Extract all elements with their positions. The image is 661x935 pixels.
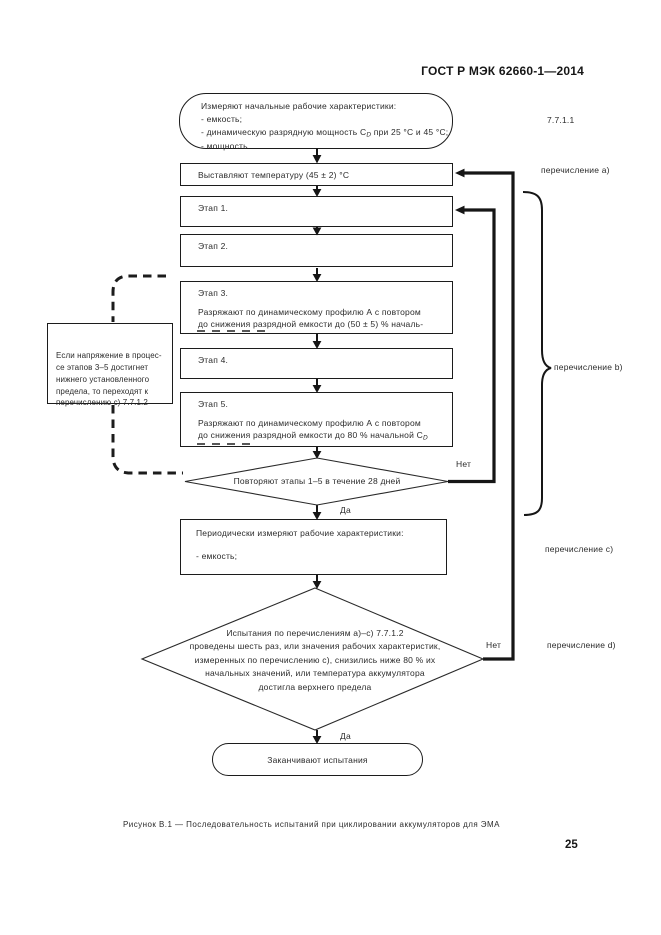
page-header: ГОСТ Р МЭК 62660-1—2014 [421,64,584,78]
enum-a-label: перечисление a) [541,165,610,175]
end-label: Заканчивают испытания [267,754,368,765]
stage-3-box: Этап 3. Разряжают по динамическому профи… [180,281,453,334]
clipped-line-artifact [197,442,255,445]
stage-1-box: Этап 1. [180,196,453,227]
start-line: - мощность [201,141,248,151]
flow-arrow [312,268,322,282]
note-line: перечислению c) 7.7.1.2 [56,398,148,407]
note-line: се этапов 3–5 достигнет [56,363,149,372]
final-decision-label: Испытания по перечислениям a)–c) 7.7.1.2… [152,627,478,694]
enum-b-label: перечисление b) [554,362,623,372]
measure-line: Периодически измеряют рабочие характерис… [196,528,404,538]
enum-b-brace [522,191,552,516]
no-label-final: Нет [486,640,502,650]
final-decision-line: проведены шесть раз, или значения рабочи… [189,641,441,652]
final-decision-line: измеренных по перечислению c), снизились… [194,654,436,665]
stage-4-box: Этап 4. [180,348,453,379]
end-terminator: Заканчивают испытания [212,743,423,776]
stage-2-box: Этап 2. [180,234,453,267]
flow-arrow [312,504,322,520]
flow-arrow [312,730,322,744]
stage-3-title: Этап 3. [198,288,229,298]
no-label-repeat: Нет [456,459,472,469]
subscript-d: D [422,434,428,442]
start-terminator: Измеряют начальные рабочие характеристик… [179,93,453,151]
measure-line: - емкость; [196,551,238,561]
final-decision-line: Испытания по перечислениям a)–c) 7.7.1.2 [226,628,404,638]
repeat-decision-label: Повторяют этапы 1–5 в течение 28 дней [233,476,401,486]
stage-5-line: Разряжают по динамическому профилю А с п… [198,418,421,428]
clipped-line-artifact [197,329,271,332]
stage-5-line: до снижения разрядной емкости до 80 % на… [198,430,428,442]
yes-label-repeat: Да [340,505,351,515]
arrowhead-left [455,168,465,178]
stage-1-label: Этап 1. [198,203,229,213]
stage-3-line: Разряжают по динамическому профилю А с п… [198,307,421,317]
page-number: 25 [565,839,578,851]
dashed-note-link-top [111,274,166,322]
stage-3-line: до снижения разрядной емкости до (50 ± 5… [198,319,424,329]
arrowhead-left [455,205,465,215]
return-line-no-final [455,168,515,661]
voltage-note-box: Если напряжение в процес- се этапов 3–5 … [47,323,173,407]
stage-5-box: Этап 5. Разряжают по динамическому профи… [180,392,453,447]
set-temperature-label: Выставляют температуру (45 ± 2) °С [198,170,350,180]
subscript-d: D [366,131,372,139]
stage-5-title: Этап 5. [198,399,229,409]
flow-arrow [312,148,322,164]
return-line-no-repeat [448,205,496,484]
final-decision-line: начальных значений, или температура акку… [205,668,425,679]
note-line: предела, то переходят к [56,387,149,396]
figure-caption: Рисунок В.1 — Последовательность испытан… [123,820,500,829]
stage-4-label: Этап 4. [198,355,229,365]
start-line: - емкость; [201,114,243,124]
flow-arrow [312,334,322,349]
stage-2-label: Этап 2. [198,241,229,251]
final-decision-line: достигла верхнего предела [258,681,372,692]
note-line: нижнего установленного [56,375,150,384]
note-line: Если напряжение в процес- [56,351,162,360]
start-line: - динамическую разрядную мощность СD при… [201,127,449,139]
measure-characteristics-box: Периодически измеряют рабочие характерис… [180,519,447,575]
set-temperature-box: Выставляют температуру (45 ± 2) °С [180,163,453,186]
flow-arrow [312,379,322,393]
yes-label-final: Да [340,731,351,741]
enum-d-label: перечисление d) [547,640,616,650]
enum-c-label: перечисление c) [545,544,614,554]
start-line: Измеряют начальные рабочие характеристик… [201,101,397,111]
flow-arrow [312,575,322,589]
dashed-note-link-bottom [111,405,183,475]
ref-label: 7.7.1.1 [547,115,575,125]
flow-arrow [312,447,322,459]
